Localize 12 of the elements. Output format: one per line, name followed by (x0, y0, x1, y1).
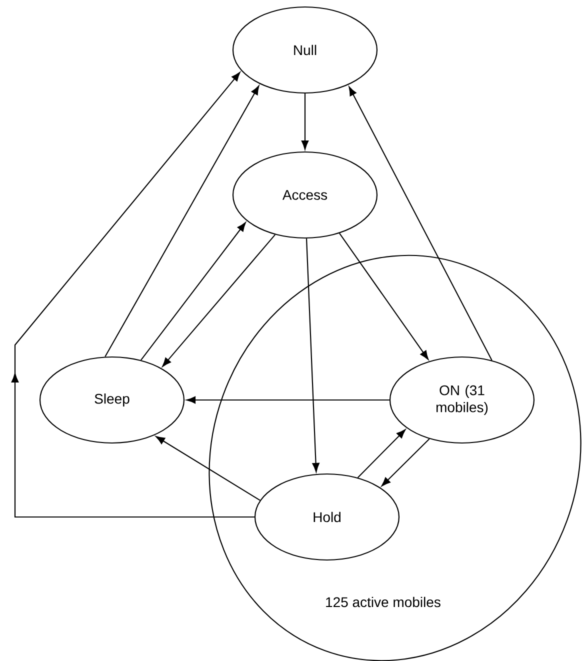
arrow (381, 438, 430, 486)
arrow (156, 436, 260, 501)
arrow (357, 429, 406, 478)
arrow (104, 86, 260, 357)
arrow (306, 238, 320, 472)
arrow (11, 72, 254, 518)
arrow (140, 222, 246, 360)
arrow (348, 86, 492, 361)
arrow (186, 396, 390, 404)
arrow (162, 234, 276, 367)
arrow (339, 233, 429, 360)
arrow (301, 94, 309, 150)
